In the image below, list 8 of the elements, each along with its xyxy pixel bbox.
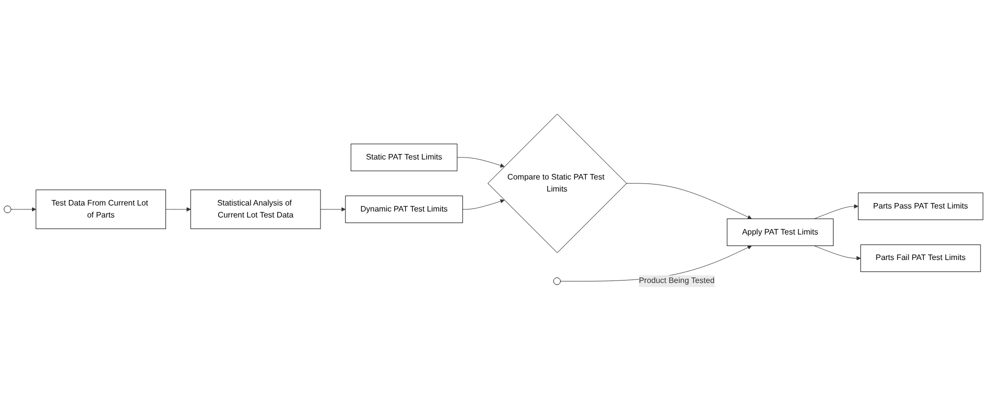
arrow bbox=[456, 158, 505, 168]
arrow bbox=[814, 246, 861, 261]
arrow bbox=[320, 208, 346, 212]
arrow bbox=[814, 204, 858, 220]
arrow bbox=[165, 208, 191, 212]
arrow bbox=[462, 200, 505, 210]
arrow bbox=[10, 208, 36, 212]
arrow bbox=[626, 184, 752, 220]
